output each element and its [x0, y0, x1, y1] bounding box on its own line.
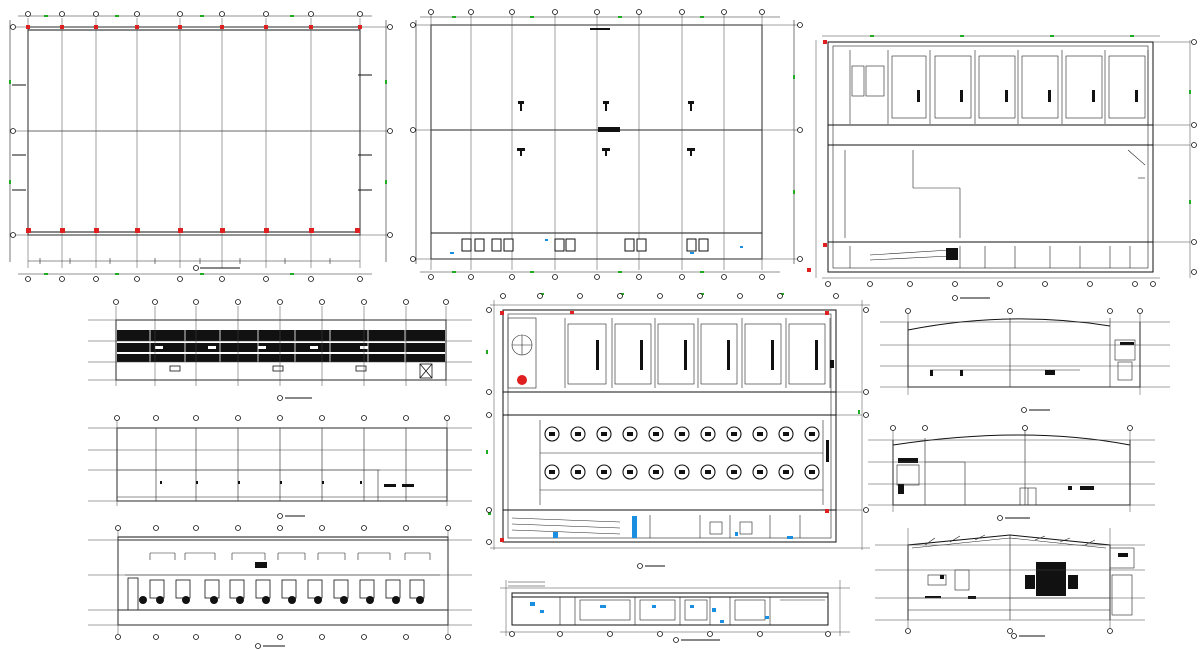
partial-plan: [500, 580, 850, 643]
first-floor-plan: [486, 293, 870, 569]
roof-plan: [410, 9, 803, 280]
front-elevation: [88, 299, 472, 401]
longitudinal-section: [88, 525, 472, 649]
foundation-plan: [9, 11, 393, 282]
ground-floor-plan: [807, 35, 1197, 301]
side-elevation-right: [880, 308, 1170, 413]
rear-elevation: [88, 415, 472, 519]
cross-section: [875, 528, 1145, 639]
side-elevation-left: [868, 425, 1155, 521]
